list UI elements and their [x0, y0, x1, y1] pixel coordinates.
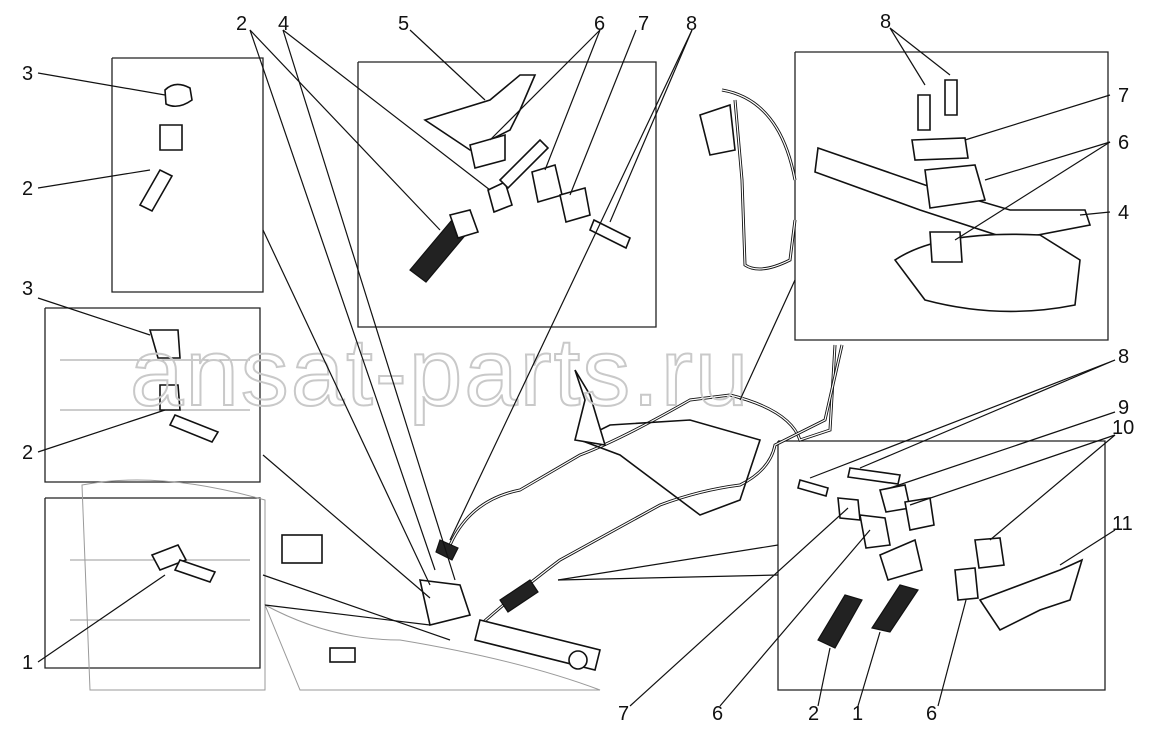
callout-6b-bottom: 6: [926, 703, 937, 725]
frame-middle-left: [44, 307, 261, 483]
detail-right-bottom-parts: [797, 467, 1084, 649]
frame-top-right: [794, 51, 1109, 341]
callout-2-middle-left: 2: [22, 442, 33, 464]
callout-11-right: 11: [1112, 513, 1133, 535]
callout-8-top-center: 8: [686, 13, 697, 35]
callout-4-top-center: 4: [278, 13, 289, 35]
central-bracket: [418, 539, 601, 671]
watermark: ansat-parts.ru: [130, 319, 750, 426]
callout-4-top-right: 4: [1118, 202, 1129, 224]
detail-top-left-parts: [138, 83, 193, 213]
callout-1-bottom-left: 1: [22, 652, 33, 674]
leader-lines: [37, 27, 1116, 707]
callout-7-top-center: 7: [638, 13, 649, 35]
detail-bottom-left-parts: [150, 543, 217, 583]
callout-2-bottom: 2: [808, 703, 819, 725]
callout-9-right: 9: [1118, 397, 1129, 419]
detail-frames: [44, 51, 1109, 691]
frame-top-center: [357, 61, 657, 328]
frame-bottom-left: [44, 497, 261, 669]
callout-3-top-left: 3: [22, 63, 33, 85]
pipe-routing: [448, 88, 844, 627]
callout-6-bottom: 6: [712, 703, 723, 725]
callout-8-right: 8: [1118, 346, 1129, 368]
frame-top-left: [111, 57, 264, 293]
callout-labels: 3 2 3 2 1 2 4 5 6 7 8 8 7 6 4 8 9 10 11 …: [22, 11, 1134, 725]
detail-top-center-parts: [409, 74, 632, 283]
detail-middle-left-parts: [148, 329, 220, 443]
callout-7-bottom: 7: [618, 703, 629, 725]
gearbox-housing: [60, 359, 601, 691]
callout-3-middle-left: 3: [22, 278, 33, 300]
callout-8-top-right: 8: [880, 11, 891, 33]
detail-top-right-parts: [814, 79, 1092, 313]
callout-6-top-center: 6: [594, 13, 605, 35]
frame-right-bottom: [777, 440, 1106, 691]
callout-5-top-center: 5: [398, 13, 409, 35]
callout-10-right: 10: [1112, 417, 1134, 439]
callout-6-top-right: 6: [1118, 132, 1129, 154]
callout-7-top-right: 7: [1118, 85, 1129, 107]
callout-2-top-center: 2: [236, 13, 247, 35]
callout-2-top-left: 2: [22, 178, 33, 200]
callout-1-bottom: 1: [852, 703, 863, 725]
